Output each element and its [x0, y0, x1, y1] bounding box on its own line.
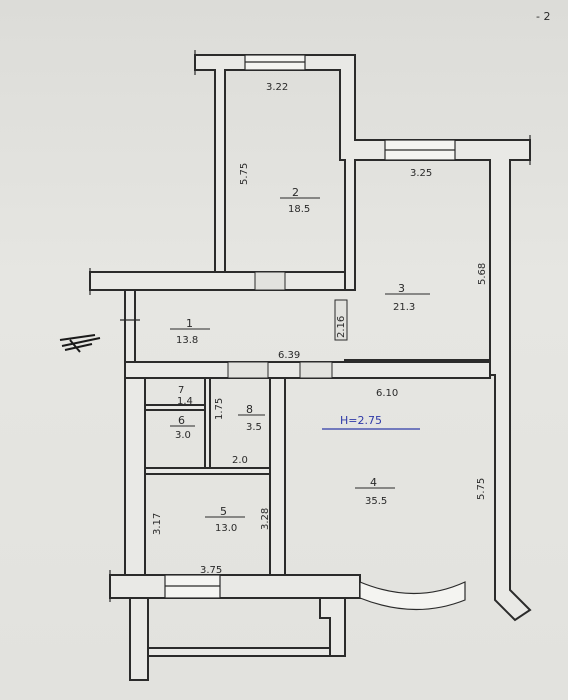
corridor-length-dim: 6.39	[278, 350, 300, 361]
room5-number: 5	[220, 505, 227, 518]
room3-area: 21.3	[393, 302, 415, 313]
room3-width-dim: 3.25	[410, 168, 432, 179]
dimension-ticks	[89, 50, 531, 602]
room8-number: 8	[246, 403, 253, 416]
room5-length-dim: 3.17	[152, 513, 163, 535]
room7-area: 1.4	[177, 396, 193, 407]
room7-number: 7	[178, 385, 184, 396]
walls	[89, 54, 532, 681]
room2-length-dim: 5.75	[239, 163, 250, 185]
ink-scribble	[59, 334, 101, 353]
room4-area: 35.5	[365, 496, 387, 507]
room5-area: 13.0	[215, 523, 237, 534]
room3-number: 3	[398, 282, 405, 295]
corridor-height-dim: 2.16	[336, 316, 347, 338]
room8-area: 3.5	[246, 422, 262, 433]
height-note: H=2.75	[340, 414, 382, 427]
room1-area: 13.8	[176, 335, 198, 346]
sheet-number: - 2	[536, 10, 550, 23]
room2-width-dim: 3.22	[266, 82, 288, 93]
room8-width-dim: 2.0	[232, 455, 248, 466]
room4-number: 4	[370, 476, 377, 489]
room7-height-dim: 1.75	[214, 398, 225, 420]
room5-right-dim: 3.28	[260, 508, 271, 530]
windows	[164, 54, 466, 611]
room5-width-dim: 3.75	[200, 565, 222, 576]
room2-number: 2	[292, 186, 299, 199]
door-openings	[227, 271, 348, 379]
room4-length-dim: 5.75	[476, 478, 487, 500]
room1-number: 1	[186, 317, 193, 330]
room6-area: 3.0	[175, 430, 191, 441]
room4-width-dim: 6.10	[376, 388, 398, 399]
room3-length-dim: 5.68	[477, 263, 488, 285]
room2-area: 18.5	[288, 204, 310, 215]
room6-number: 6	[178, 414, 185, 427]
